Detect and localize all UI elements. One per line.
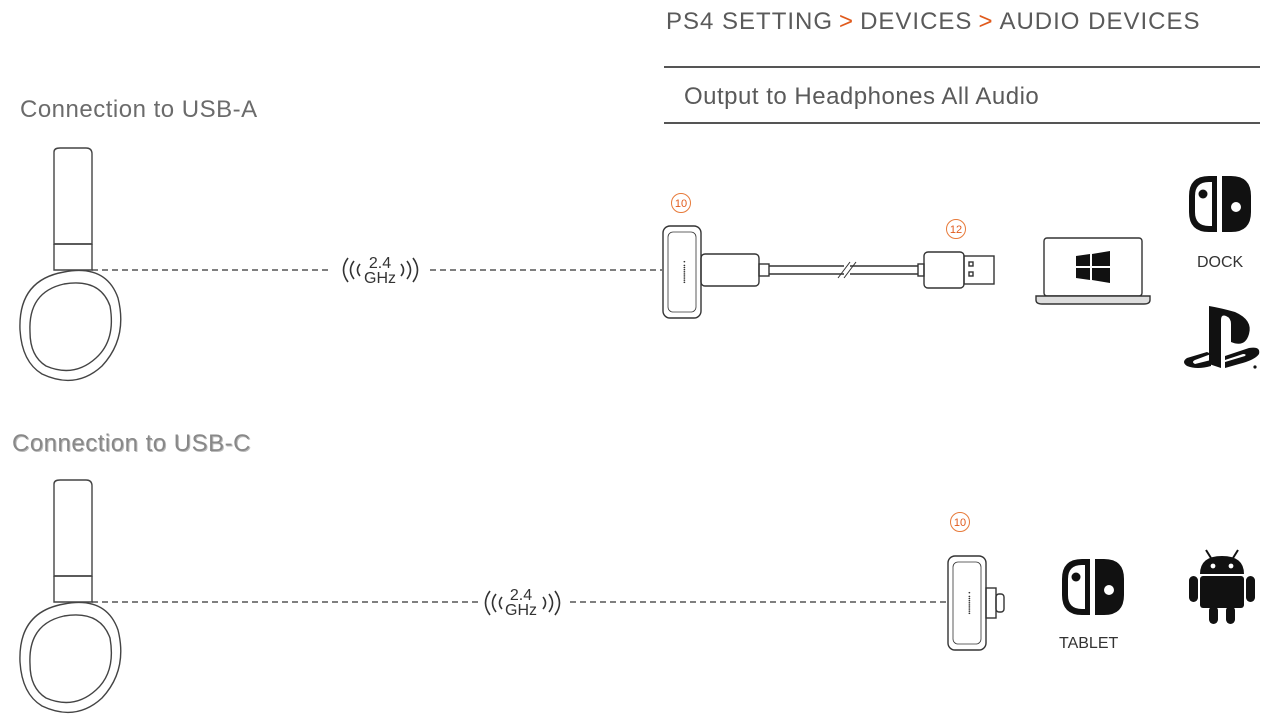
wireless-wave-left-icon bbox=[484, 590, 503, 616]
top-divider bbox=[664, 66, 1260, 68]
breadcrumb-item-devices: DEVICES bbox=[860, 8, 973, 35]
callout-badge: 12 bbox=[946, 219, 966, 239]
playstation-icon bbox=[1184, 306, 1260, 369]
output-setting-text: Output to Headphones All Audio bbox=[684, 83, 1040, 110]
bottom-divider bbox=[664, 122, 1260, 124]
svg-text:• •••••••••: • ••••••••• bbox=[680, 261, 686, 284]
android-icon bbox=[1189, 549, 1255, 624]
usb-c-dongle-icon: • ••••••••• bbox=[947, 555, 1005, 651]
usb-a-dongle-cable-icon: • ••••••••• bbox=[662, 225, 995, 319]
dock-label: DOCK bbox=[1197, 254, 1244, 271]
frequency-label: 2.4 GHz bbox=[363, 255, 397, 287]
headphone-icon bbox=[19, 479, 122, 714]
tablet-label: TABLET bbox=[1059, 635, 1119, 652]
breadcrumb-separator: > bbox=[839, 8, 855, 35]
switch-icon bbox=[1062, 559, 1124, 615]
frequency-unit: GHz bbox=[364, 270, 396, 287]
frequency-unit: GHz bbox=[505, 602, 537, 619]
laptop-windows-icon bbox=[1035, 237, 1151, 305]
switch-icon bbox=[1189, 176, 1251, 232]
wireless-wave-right-icon bbox=[542, 590, 561, 616]
wireless-link-line bbox=[92, 601, 478, 603]
breadcrumb-separator: > bbox=[978, 8, 994, 35]
frequency-value: 2.4 bbox=[368, 255, 392, 272]
frequency-label: 2.4 GHz bbox=[504, 587, 538, 619]
wireless-wave-left-icon bbox=[342, 257, 361, 283]
callout-badge: 10 bbox=[671, 193, 691, 213]
usb-a-section-title: Connection to USB-A bbox=[20, 96, 258, 123]
wireless-link-line bbox=[92, 269, 332, 271]
headphone-icon bbox=[19, 147, 122, 382]
callout-badge: 10 bbox=[950, 512, 970, 532]
usb-c-section-title: Connection to USB-C bbox=[12, 430, 251, 457]
wireless-link-line bbox=[570, 601, 946, 603]
frequency-value: 2.4 bbox=[509, 587, 533, 604]
wireless-link-line bbox=[430, 269, 662, 271]
breadcrumb-item-ps4-setting: PS4 SETTING bbox=[666, 8, 834, 35]
svg-text:• •••••••••: • ••••••••• bbox=[965, 592, 971, 615]
breadcrumb-item-audio-devices: AUDIO DEVICES bbox=[999, 8, 1201, 35]
breadcrumb: PS4 SETTING>DEVICES>AUDIO DEVICES bbox=[666, 8, 1201, 36]
wireless-wave-right-icon bbox=[400, 257, 419, 283]
